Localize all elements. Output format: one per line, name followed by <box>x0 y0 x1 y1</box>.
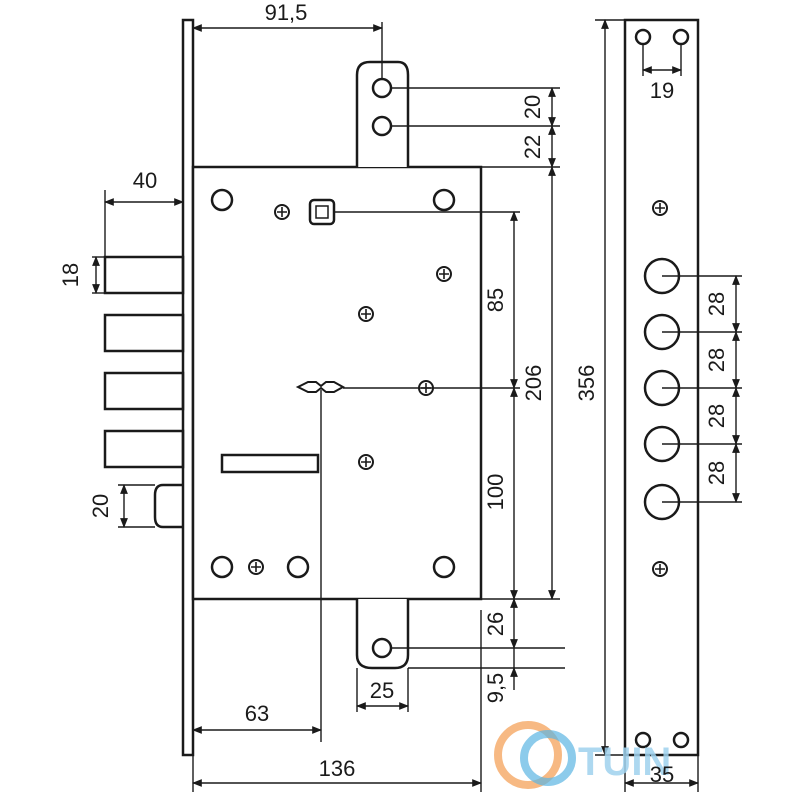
case-hole-bottom-left <box>210 555 234 579</box>
case-slot <box>220 453 320 474</box>
watermark-text: TUIN <box>578 740 671 784</box>
dim-hole-pitch-2: 28 <box>704 348 729 372</box>
dim-strike-hole-spacing: 19 <box>650 78 674 103</box>
key-hole <box>295 381 346 393</box>
dim-bolt-length: 40 <box>133 168 157 193</box>
dim-faceplate-length: 356 <box>574 365 599 402</box>
screw <box>274 204 290 220</box>
strike-bottom-hole-1 <box>634 731 652 749</box>
dim-case-width: 136 <box>319 756 356 781</box>
bolt-1 <box>103 255 185 295</box>
dim-strike-width: 35 <box>650 762 674 787</box>
bolt-2 <box>103 313 185 353</box>
screw <box>358 454 374 470</box>
dim-top-width: 91,5 <box>265 0 308 25</box>
dimension-lines <box>92 19 742 792</box>
dim-key-to-bottom: 100 <box>483 474 508 511</box>
case-hole-top-right <box>432 188 456 212</box>
case-hole-bottom-right <box>432 555 456 579</box>
dim-backset: 63 <box>245 701 269 726</box>
screw <box>248 559 264 575</box>
watermark-blue-circle <box>520 730 576 786</box>
watermark-logo: TUIN <box>494 721 671 789</box>
dim-latch-height: 20 <box>88 494 113 518</box>
screw <box>436 266 452 282</box>
watermark-orange-circle <box>494 721 562 789</box>
dim-hole-pitch-1: 28 <box>704 292 729 316</box>
front-faceplate <box>181 18 195 757</box>
dim-bottom-hook-width: 25 <box>370 678 394 703</box>
bottom-hook-tab <box>355 599 410 670</box>
screw <box>358 306 374 322</box>
dim-hole-pitch-3: 28 <box>704 404 729 428</box>
screw <box>652 200 668 216</box>
dim-bottom-hook-hole: 9,5 <box>483 673 508 704</box>
screw <box>652 561 668 577</box>
case-hole-top-left <box>210 188 234 212</box>
bolt-4 <box>103 429 185 469</box>
dim-hook-top-a: 20 <box>520 95 545 119</box>
dim-bottom-hook-offset: 26 <box>483 612 508 636</box>
case-hole-bottom-mid <box>286 555 310 579</box>
dimension-labels: 91,5 40 18 20 20 22 85 100 206 356 28 28… <box>58 0 729 787</box>
dim-hole-pitch-4: 28 <box>704 461 729 485</box>
dim-bolt-height: 18 <box>58 263 83 287</box>
dim-spindle-to-key: 85 <box>483 288 508 312</box>
latch <box>153 483 183 529</box>
dim-case-height: 206 <box>521 365 546 402</box>
dim-hook-top-b: 22 <box>520 135 545 159</box>
bolt-3 <box>103 371 185 411</box>
strike-bottom-hole-2 <box>672 731 690 749</box>
